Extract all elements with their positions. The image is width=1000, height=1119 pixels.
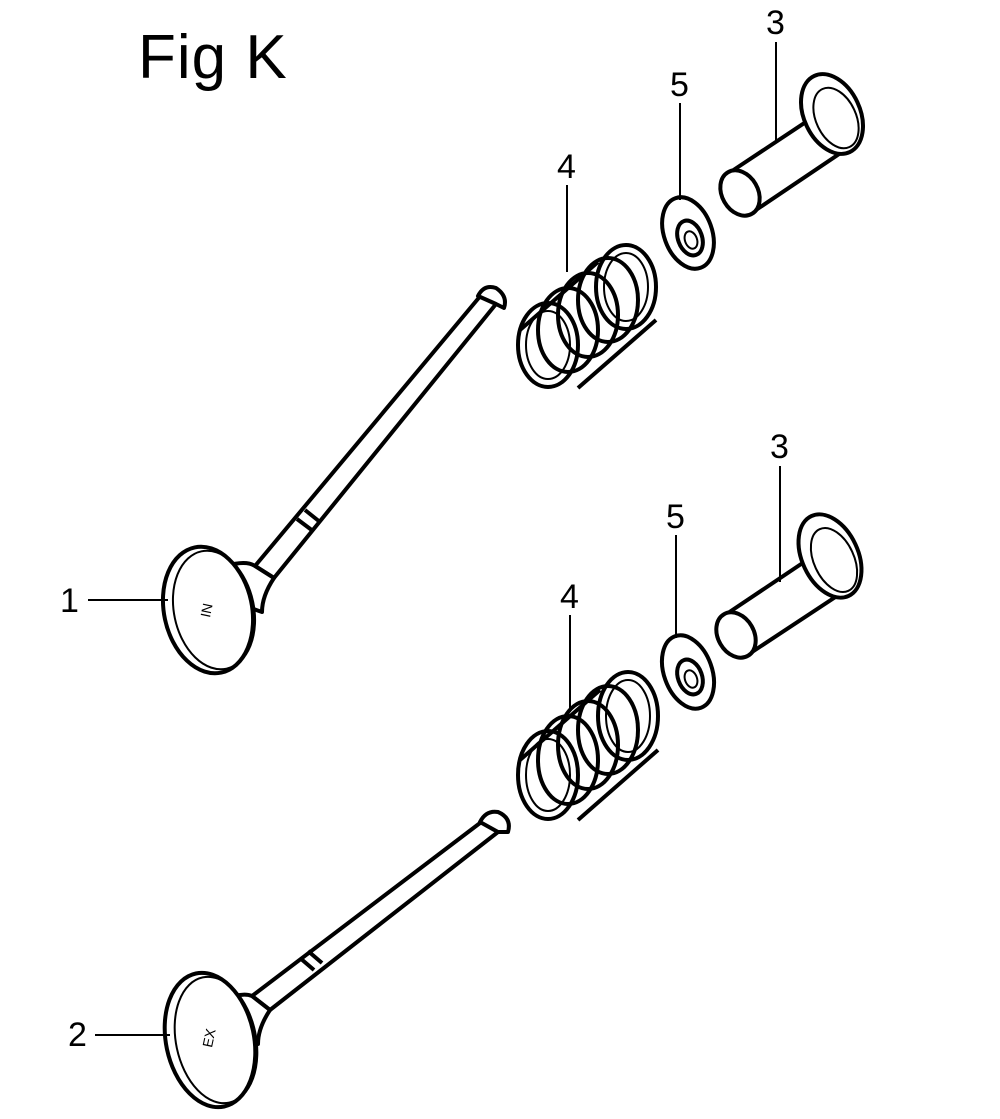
valve-intake <box>160 285 507 676</box>
callout-5-bottom: 5 <box>666 498 685 536</box>
callout-3-bottom: 3 <box>770 428 789 466</box>
valve-guide-bottom <box>714 512 864 660</box>
leader-lines <box>88 42 781 1036</box>
spring-retainer-top <box>660 195 716 271</box>
valve-exhaust <box>162 809 511 1110</box>
valve-spring-bottom <box>516 670 660 822</box>
figure-title: Fig K <box>138 23 288 92</box>
spring-retainer-bottom <box>659 633 717 711</box>
valve-exhaust-face-mark: EX <box>199 1027 219 1049</box>
valve-guide-top <box>718 72 865 218</box>
callout-4-bottom: 4 <box>560 578 579 616</box>
valve-intake-face-mark: IN <box>197 602 216 619</box>
callout-3-top: 3 <box>766 4 785 42</box>
callout-4-top: 4 <box>557 148 576 186</box>
callout-2: 2 <box>68 1016 87 1054</box>
callout-5-top: 5 <box>670 66 689 104</box>
callout-1: 1 <box>60 582 79 620</box>
valve-spring-top <box>516 243 658 390</box>
